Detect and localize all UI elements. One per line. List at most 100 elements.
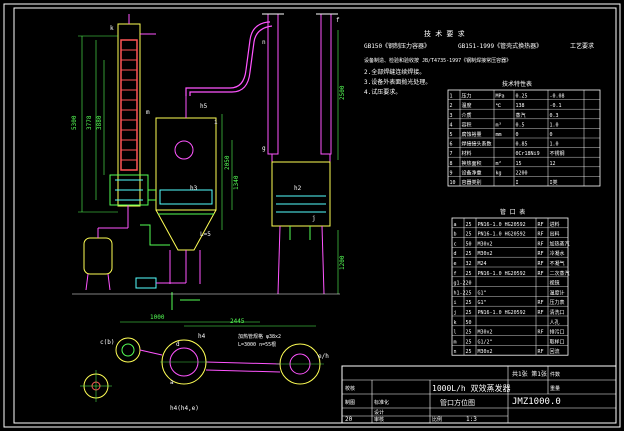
label-g: g <box>262 145 266 152</box>
nozzle-table-cell: m <box>454 339 457 345</box>
nozzle-table-cell: RF <box>538 271 544 277</box>
nozzle-table-cell: M30x2 <box>478 251 493 257</box>
receiver-tank <box>83 205 129 291</box>
nozzle-table-cell: n <box>454 349 457 355</box>
tb-cell-6: 校核 <box>345 385 355 392</box>
spec-table-cell: ℃ <box>496 103 502 109</box>
spec-table-cell: m³ <box>496 122 502 128</box>
nozzle-table-cell: 25 <box>466 349 472 355</box>
spec-table-cell: 0.5 <box>516 122 525 128</box>
spec-table-cell: 5 <box>450 132 453 138</box>
title-name-1: 1000L/h 双效蒸发器 <box>432 383 511 393</box>
second-effect-vessel <box>262 13 338 295</box>
label-f: f <box>336 17 340 24</box>
first-effect-heater <box>109 14 156 207</box>
title-scale: 1:3 <box>466 416 477 423</box>
nozzle-table-cell: M30x2 <box>478 330 493 336</box>
nozzle-table-cell: 视镜 <box>550 280 560 287</box>
nozzle-table-cell: k <box>454 320 457 326</box>
label-c-b: c(b) <box>100 339 114 346</box>
spec-table-cell: 12 <box>550 161 556 167</box>
nozzle-table-cell: 25 <box>466 330 472 336</box>
spec-table-cell: 7 <box>450 151 453 157</box>
dim-1000: 1000 <box>150 314 165 321</box>
nozzle-table-heading: 管 口 表 <box>500 208 525 216</box>
spec-table-cell: m² <box>496 161 502 167</box>
dim-5300: 5300 <box>71 115 78 130</box>
tb-cell-5: 重量 <box>550 385 560 392</box>
dimension-lines-left <box>78 35 118 213</box>
nozzle-table-cell: RF <box>538 241 544 247</box>
label-i: i <box>214 119 218 126</box>
spec-table-cell: mm <box>496 132 502 138</box>
nozzle-table-cell: 50 <box>466 241 472 247</box>
nozzle-table-cell: 25 <box>466 339 472 345</box>
dim-3880: 3880 <box>96 115 103 130</box>
title-block <box>341 365 617 424</box>
dim-2500: 2500 <box>339 85 346 100</box>
nozzle-table-cell: PN16-1.0 HG20592 <box>478 232 526 238</box>
spec-table-cell: 4 <box>450 122 453 128</box>
spec-table-cell: 容积 <box>462 121 472 128</box>
nozzle-table-cell: 25 <box>466 290 472 296</box>
spec-table-cell: -0.1 <box>550 103 562 109</box>
spec-table-cell: 10 <box>450 180 456 186</box>
spec-table-cell: 容器类别 <box>462 179 482 186</box>
nozzle-table-cell: G1/2" <box>478 339 493 345</box>
nozzle-table-cell: G1" <box>478 300 487 306</box>
note-1c: 工艺要求 <box>570 42 594 50</box>
nozzle-table-cell: 25 <box>466 310 472 316</box>
nozzle-table-cell: i <box>454 300 457 306</box>
nozzle-table-cell: 取样口 <box>550 338 565 345</box>
nozzle-table-cell: j <box>454 310 457 316</box>
title-drawing-no: JMZ1000.0 <box>512 397 561 407</box>
label-n: n <box>262 39 266 46</box>
inner-frame <box>13 7 617 424</box>
nozzle-table-cell: PN16-1.0 HG20592 <box>478 310 526 316</box>
tb-cell-1: 设计 <box>374 409 384 416</box>
spec-table-cell: 15 <box>516 161 522 167</box>
spec-table-cell: 换热面积 <box>462 160 482 167</box>
spec-table-cell: -0.08 <box>550 94 565 100</box>
label-l5: L=5 <box>200 231 211 238</box>
spec-table-cell: MPa <box>496 94 505 100</box>
title-sheet: 20 <box>345 416 353 423</box>
label-h3: h3 <box>190 185 198 192</box>
label-a: a <box>170 379 174 386</box>
nozzle-table-cell: e <box>454 261 457 267</box>
nozzle-table-cell: 25 <box>466 251 472 257</box>
spec-table-cell: 1 <box>450 94 453 100</box>
dim-2050: 2050 <box>224 155 231 170</box>
first-effect-separator <box>135 21 273 289</box>
spec-table-cell: 0 <box>550 132 553 138</box>
spec-table-cell: 0 <box>516 132 519 138</box>
spec-table-cell: 设备净重 <box>462 169 482 176</box>
spec-table-cell: kg <box>496 170 502 176</box>
spec-table-cell: 1.0 <box>550 122 559 128</box>
nozzle-table-cell: 回流 <box>550 348 560 355</box>
nozzle-table-cell: 25 <box>466 222 472 228</box>
nozzle-table-cell: RF <box>538 349 544 355</box>
note-5: 4.试压要求。 <box>364 88 401 96</box>
outer-border <box>3 3 621 428</box>
plan-view <box>80 321 324 402</box>
spec-table-cell: 8 <box>450 161 453 167</box>
spec-table-cell: 9 <box>450 170 453 176</box>
tb-cell-8: 标准化 <box>374 399 389 406</box>
pipe-spec-note: 加热管规格 φ38x2 <box>238 333 281 340</box>
dim-1200: 1200 <box>339 255 346 270</box>
note-1a: GB150《钢制压力容器》 <box>364 42 430 50</box>
label-m: m <box>146 109 150 116</box>
feed-pipes <box>140 189 200 310</box>
nozzle-table-cell: PN16-1.0 HG20592 <box>478 271 526 277</box>
spec-table-cell: 0.3 <box>550 113 559 119</box>
spec-table-cell: 腐蚀裕量 <box>462 131 482 138</box>
nozzle-table-cell: 32 <box>466 261 472 267</box>
spec-table-cell: I <box>516 180 519 186</box>
note-1b: GB151-1999《管壳式换热器》 <box>458 42 542 50</box>
title-name-2: 管口方位图 <box>440 398 475 407</box>
nozzle-table-cell: 进料 <box>550 221 560 228</box>
